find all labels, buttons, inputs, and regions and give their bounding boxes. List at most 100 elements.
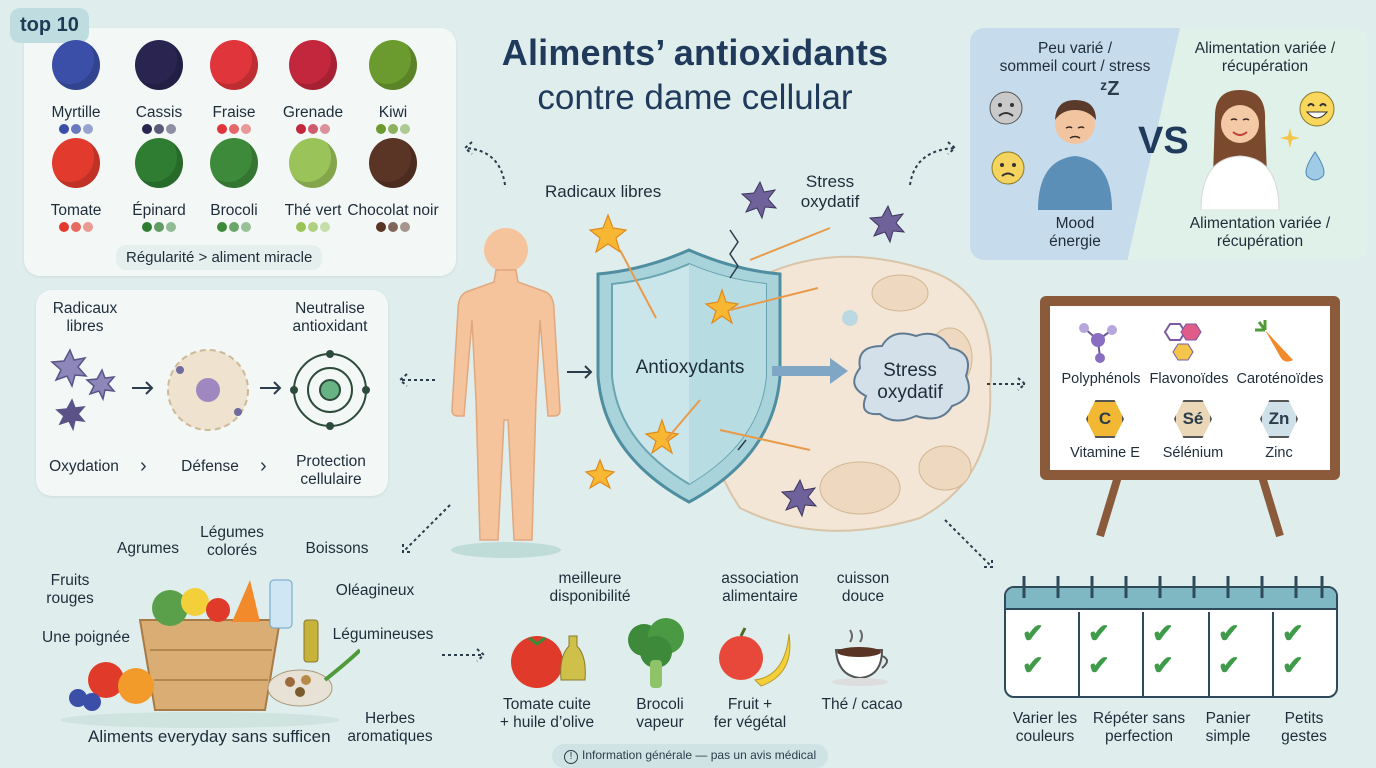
versus-label: VS xyxy=(1138,120,1189,162)
radical-icon xyxy=(740,180,778,220)
arrow-body-to-shield xyxy=(567,365,593,379)
polyphenol-icon xyxy=(1079,323,1117,363)
disclaimer-text: Information générale — pas un avis médic… xyxy=(582,748,817,762)
top10-item-label: Thé vert xyxy=(284,202,342,219)
kiwi-icon xyxy=(369,40,417,90)
dotted-arrow-to-compare xyxy=(909,141,957,186)
smile-face-icon xyxy=(1299,91,1335,127)
main-title-line1: Aliments’ antioxidants xyxy=(501,32,889,73)
broccoli-icon xyxy=(210,138,258,188)
pomegranate-icon xyxy=(289,40,337,90)
color-dot xyxy=(400,222,410,232)
top10-item-dots xyxy=(357,124,429,135)
basket-label-legumes: Légumes colorés xyxy=(200,524,264,559)
top10-item-dots xyxy=(40,124,112,135)
color-dot xyxy=(241,222,251,232)
radical-icon xyxy=(780,478,818,518)
process-left-heading: Radicaux libres xyxy=(52,300,118,335)
tomato-oil-icon xyxy=(511,635,586,688)
process-step-label: Oxydation xyxy=(49,458,119,475)
radicals-label: Radicaux libres xyxy=(545,182,662,201)
top10-item-dots xyxy=(343,222,443,233)
tip-benefit-label: association alimentaire xyxy=(721,570,799,605)
color-dot xyxy=(229,222,239,232)
basket-label-fruits-rouges: Fruits rouges xyxy=(46,572,94,607)
color-dot xyxy=(59,222,69,232)
color-dot xyxy=(142,124,152,134)
process-diagram xyxy=(50,348,370,432)
checkmark-icon: ✔ xyxy=(1088,650,1110,680)
dotted-arrow-to-top10 xyxy=(463,141,506,186)
basket-label-boissons: Boissons xyxy=(305,540,369,557)
top10-item-label: Chocolat noir xyxy=(347,202,439,219)
color-dot xyxy=(166,124,176,134)
basket-caption: Aliments everyday sans sufficen xyxy=(88,727,331,746)
color-dot xyxy=(388,222,398,232)
compare-left-top: Peu varié / sommeil court / stress xyxy=(999,40,1151,75)
compare-left-bottom: Mood énergie xyxy=(1049,215,1101,250)
spark-icon xyxy=(704,288,740,325)
worried-face-icon xyxy=(991,151,1025,185)
top10-item-dots xyxy=(277,222,349,233)
calendar-rings xyxy=(1022,576,1324,598)
sparkle-icon xyxy=(1280,128,1300,148)
blueberry-icon xyxy=(52,40,100,90)
checkmark-icon: ✔ xyxy=(1282,618,1304,648)
compare-right-bottom: Alimentation variée / récupération xyxy=(1189,215,1331,250)
spark-icon xyxy=(588,213,628,254)
process-right-heading: Neutralise antioxidant xyxy=(292,300,368,335)
happy-person-illustration xyxy=(1200,90,1280,210)
color-dot xyxy=(241,124,251,134)
top10-item-dots xyxy=(40,222,112,233)
top10-item-label: Épinard xyxy=(132,202,186,219)
color-dot xyxy=(376,124,386,134)
dotted-arrow-to-board xyxy=(987,377,1027,391)
top10-item-dots xyxy=(123,222,195,233)
basket-label-legumineuses: Légumineuses xyxy=(332,626,434,643)
checkmark-icon: ✔ xyxy=(1282,650,1304,680)
checkmark-icon: ✔ xyxy=(1022,650,1044,680)
tip-benefit-label: meilleure disponibilité xyxy=(549,570,631,605)
dotted-arrow-to-calendar xyxy=(944,519,993,568)
mineral-hex-icon: Sé xyxy=(1174,400,1212,438)
chevron-right-icon: › xyxy=(260,455,267,477)
habit-calendar xyxy=(1004,586,1338,698)
atom-neutral-icon xyxy=(290,350,370,430)
mineral-hex-icon: Zn xyxy=(1260,400,1298,438)
color-dot xyxy=(308,222,318,232)
cell-defense-icon xyxy=(167,349,249,431)
top10-badge: top 10 xyxy=(10,8,89,43)
human-body-illustration xyxy=(451,228,561,558)
top10-footer: Régularité > aliment miracle xyxy=(116,245,323,270)
basket-label-poignee: Une poignée xyxy=(42,629,130,646)
calendar-habit-label: Panier simple xyxy=(1205,710,1251,745)
color-dot xyxy=(142,222,152,232)
color-dot xyxy=(400,124,410,134)
checkmark-icon: ✔ xyxy=(1218,650,1240,680)
color-dot xyxy=(166,222,176,232)
mineral-label: Sélénium xyxy=(1162,445,1224,461)
top10-item-dots xyxy=(277,124,349,135)
color-dot xyxy=(229,124,239,134)
color-dot xyxy=(59,124,69,134)
radicals-and-sparks xyxy=(584,180,906,518)
free-radical-icon xyxy=(50,348,116,432)
spark-icon xyxy=(644,418,680,455)
top10-item-label: Tomate xyxy=(50,202,102,219)
chevron-right-icon: › xyxy=(140,455,147,477)
apple-banana-icon xyxy=(719,627,791,687)
carrot-icon xyxy=(1255,320,1293,362)
board-compound-label: Caroténoïdes xyxy=(1236,371,1324,387)
cloud-label: Stress oxydatif xyxy=(877,360,943,403)
board-compound-label: Flavonoïdes xyxy=(1149,371,1229,387)
sleep-zzz: ᶻZ xyxy=(1100,78,1120,100)
main-title-line2: contre dame cellular xyxy=(537,78,853,117)
strawberry-icon xyxy=(210,40,258,90)
shield-label: Antioxydants xyxy=(635,357,745,378)
mineral-symbol: Zn xyxy=(1268,409,1290,428)
calendar-habit-label: Petits gestes xyxy=(1281,710,1327,745)
tip-food-label: Brocoli vapeur xyxy=(636,696,684,731)
tip-food-label: Tomate cuite + huile d’olive xyxy=(499,696,595,731)
tired-person-illustration xyxy=(1038,100,1112,210)
compare-panel xyxy=(970,28,1368,260)
